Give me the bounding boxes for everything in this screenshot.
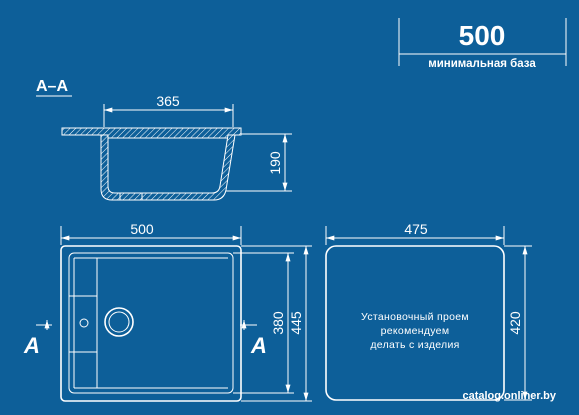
section-label: А–А bbox=[36, 78, 68, 95]
sink-bowl-contour bbox=[68, 252, 234, 394]
sink-outer-contour bbox=[60, 245, 242, 402]
sink-bowl-section bbox=[100, 134, 236, 201]
section-mark-left: А bbox=[23, 333, 40, 358]
drainer-platform bbox=[69, 295, 98, 353]
dim-420-label: 420 bbox=[507, 311, 523, 335]
minimum-base-value: 500 bbox=[459, 20, 506, 51]
cutout-contour bbox=[325, 245, 505, 401]
dim-190-label: 190 bbox=[267, 151, 283, 175]
dim-365-label: 365 bbox=[156, 93, 180, 109]
dim-475-label: 475 bbox=[404, 221, 428, 237]
cutout-view: 475 420 Установочный проем рекомендуем д… bbox=[325, 221, 532, 401]
section-view: А–А 365 190 bbox=[36, 78, 292, 201]
cutout-note-line-2: рекомендуем bbox=[381, 325, 450, 337]
dim-500-label: 500 bbox=[130, 221, 154, 237]
overflow-hole bbox=[79, 318, 89, 328]
drain-outer-ring bbox=[104, 307, 134, 337]
sink-rim-section bbox=[61, 127, 242, 139]
top-view: А А 500 380 445 bbox=[23, 221, 312, 402]
drain-inner-ring bbox=[108, 311, 130, 333]
minimum-base-block: 500 минимальная база bbox=[398, 18, 567, 70]
section-mark-right: А bbox=[250, 333, 267, 358]
minimum-base-label: минимальная база bbox=[428, 58, 536, 70]
drain-outlet-section bbox=[119, 192, 143, 201]
cutout-note-line-1: Установочный проем bbox=[361, 311, 469, 323]
dim-445-label: 445 bbox=[288, 311, 304, 335]
cutout-note-line-3: делать с изделия bbox=[370, 339, 459, 351]
dim-380-label: 380 bbox=[270, 311, 286, 335]
watermark-text: catalog.onliner.by bbox=[462, 390, 556, 402]
